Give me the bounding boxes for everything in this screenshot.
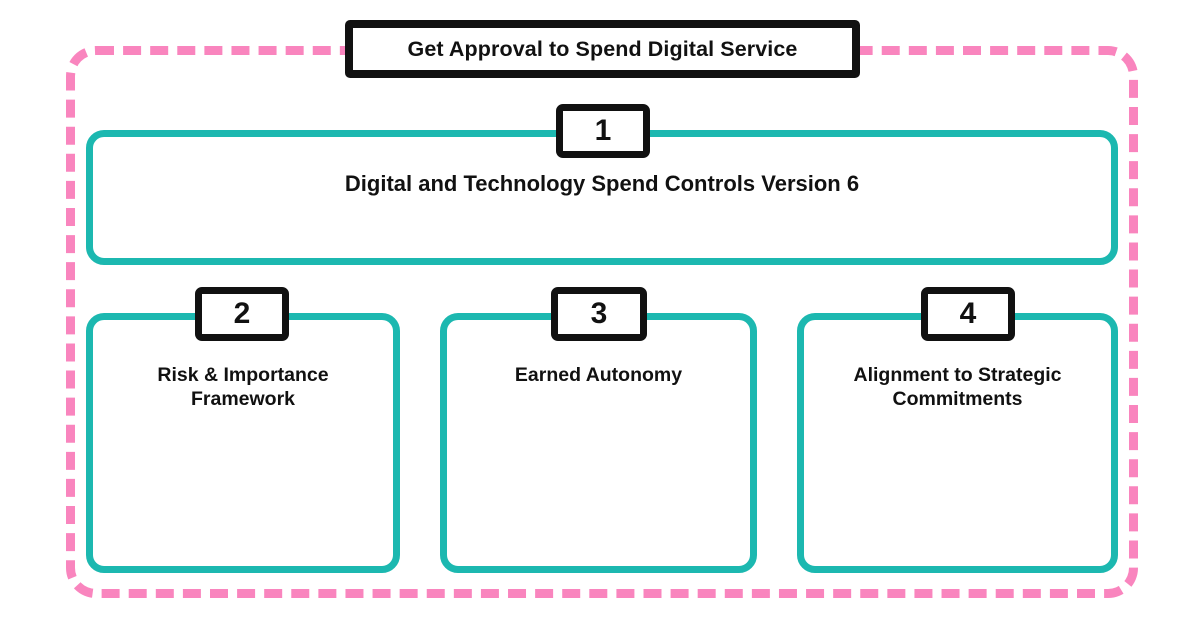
step-number-badge-1-value: 1 [594, 114, 612, 147]
diagram-title-banner: Get Approval to Spend Digital Service [345, 20, 860, 78]
control-box-1-label: Digital and Technology Spend Controls Ve… [344, 171, 860, 196]
control-box-2[interactable]: Risk & Importance Framework [86, 313, 400, 573]
step-number-badge-4-value: 4 [959, 297, 977, 330]
control-box-2-label: Risk & Importance Framework [157, 364, 329, 410]
step-number-badge-4: 4 [921, 287, 1015, 341]
step-number-badge-3: 3 [551, 287, 647, 341]
control-box-3-label: Earned Autonomy [514, 364, 683, 386]
step-number-badge-2: 2 [195, 287, 289, 341]
control-box-4-label: Alignment to Strategic Commitments [853, 364, 1062, 410]
step-number-badge-1: 1 [556, 104, 650, 158]
control-box-4[interactable]: Alignment to Strategic Commitments [797, 313, 1118, 573]
control-box-3[interactable]: Earned Autonomy [440, 313, 757, 573]
step-number-badge-2-value: 2 [233, 297, 251, 330]
step-number-badge-3-value: 3 [590, 297, 608, 330]
page-title: Get Approval to Spend Digital Service [407, 36, 798, 61]
